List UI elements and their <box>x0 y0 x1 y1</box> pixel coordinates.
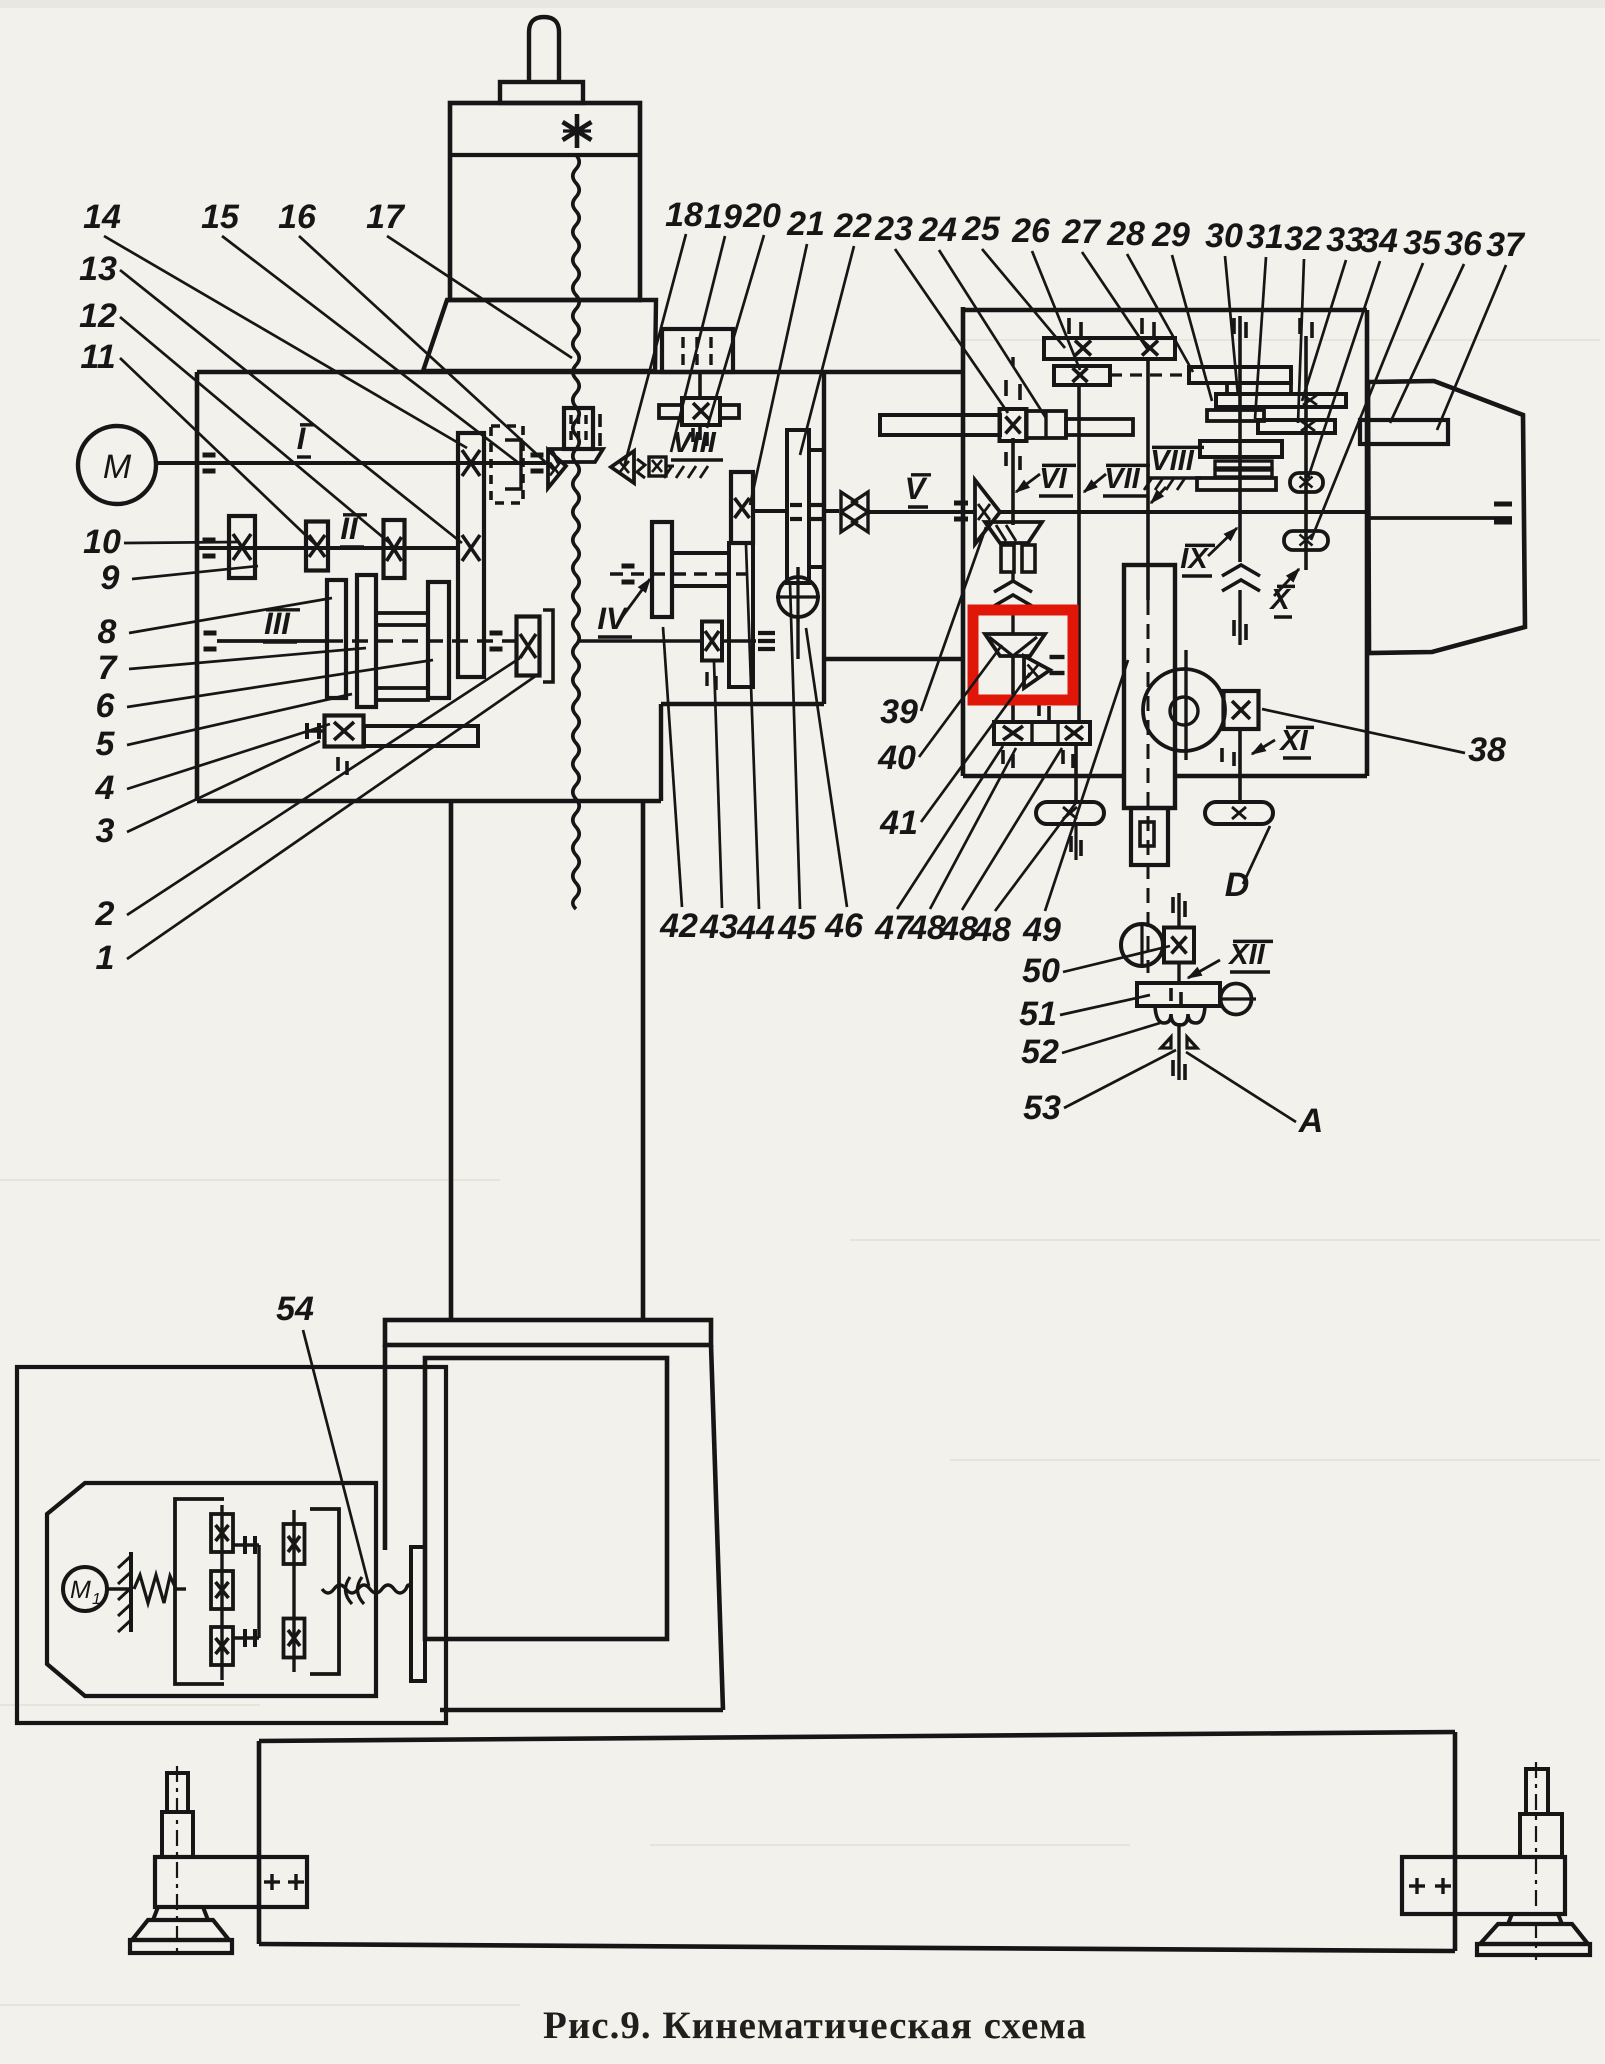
svg-text:4: 4 <box>95 769 115 807</box>
svg-text:2: 2 <box>95 895 115 933</box>
svg-text:12: 12 <box>79 297 117 335</box>
svg-text:5: 5 <box>96 725 116 763</box>
svg-text:11: 11 <box>80 338 115 376</box>
svg-text:22: 22 <box>833 207 872 245</box>
svg-text:M: M <box>103 448 132 486</box>
svg-text:1: 1 <box>96 939 115 977</box>
svg-text:I: I <box>297 421 307 456</box>
svg-text:8: 8 <box>98 613 117 651</box>
svg-text:42: 42 <box>659 907 698 945</box>
svg-text:21: 21 <box>786 205 825 243</box>
svg-text:47: 47 <box>874 909 915 947</box>
svg-text:D: D <box>1225 866 1250 904</box>
svg-text:V: V <box>905 471 928 506</box>
svg-text:36: 36 <box>1444 225 1483 263</box>
svg-text:XII: XII <box>1227 939 1265 971</box>
svg-text:VII: VII <box>1104 463 1140 495</box>
svg-text:III: III <box>264 606 291 641</box>
svg-text:VIII: VIII <box>672 427 716 459</box>
svg-text:33: 33 <box>1326 221 1364 259</box>
svg-text:20: 20 <box>742 197 781 235</box>
svg-text:Рис.9. Кинематическая схема: Рис.9. Кинематическая схема <box>543 2004 1087 2047</box>
svg-text:23: 23 <box>874 210 913 248</box>
svg-text:19: 19 <box>704 198 742 236</box>
svg-text:24: 24 <box>918 211 957 249</box>
svg-text:18: 18 <box>665 196 703 234</box>
svg-text:31: 31 <box>1246 218 1284 256</box>
svg-text:34: 34 <box>1360 222 1398 260</box>
svg-text:17: 17 <box>366 198 406 236</box>
svg-text:28: 28 <box>1106 215 1145 253</box>
svg-text:38: 38 <box>1468 731 1506 769</box>
svg-text:14: 14 <box>83 198 121 236</box>
svg-text:54: 54 <box>276 1290 314 1328</box>
svg-text:49: 49 <box>1022 911 1061 949</box>
svg-text:53: 53 <box>1023 1089 1061 1127</box>
svg-text:29: 29 <box>1151 216 1190 254</box>
svg-text:51: 51 <box>1019 995 1057 1033</box>
svg-text:44: 44 <box>736 909 775 947</box>
svg-text:7: 7 <box>98 649 119 687</box>
svg-text:15: 15 <box>201 198 240 236</box>
svg-text:16: 16 <box>278 198 317 236</box>
svg-text:27: 27 <box>1061 213 1102 251</box>
svg-text:6: 6 <box>96 687 116 725</box>
svg-text:37: 37 <box>1486 226 1526 264</box>
svg-text:25: 25 <box>961 210 1001 248</box>
svg-text:A: A <box>1298 1102 1324 1140</box>
svg-text:IX: IX <box>1180 543 1209 575</box>
svg-text:52: 52 <box>1021 1033 1059 1071</box>
svg-text:M: M <box>70 1576 91 1604</box>
svg-text:46: 46 <box>824 907 864 945</box>
svg-text:3: 3 <box>96 812 115 850</box>
svg-text:13: 13 <box>79 250 117 288</box>
svg-text:26: 26 <box>1011 212 1051 250</box>
svg-text:48: 48 <box>972 911 1011 949</box>
svg-text:XI: XI <box>1278 725 1308 757</box>
svg-text:48: 48 <box>939 910 978 948</box>
svg-text:39: 39 <box>880 693 918 731</box>
svg-text:30: 30 <box>1205 217 1243 255</box>
svg-text:9: 9 <box>101 559 120 597</box>
svg-text:45: 45 <box>777 909 817 947</box>
svg-text:43: 43 <box>699 908 738 946</box>
svg-text:VI: VI <box>1039 463 1067 495</box>
svg-text:48: 48 <box>907 909 946 947</box>
svg-text:50: 50 <box>1022 952 1060 990</box>
svg-text:VIII: VIII <box>1150 445 1194 477</box>
svg-text:40: 40 <box>877 739 916 777</box>
svg-text:35: 35 <box>1403 224 1442 262</box>
svg-text:X: X <box>1268 584 1291 616</box>
svg-text:IV: IV <box>597 601 629 636</box>
svg-text:32: 32 <box>1284 220 1322 258</box>
svg-text:II: II <box>340 511 359 546</box>
svg-text:10: 10 <box>83 523 121 561</box>
svg-text:41: 41 <box>879 804 918 842</box>
svg-text:1: 1 <box>92 1591 101 1608</box>
